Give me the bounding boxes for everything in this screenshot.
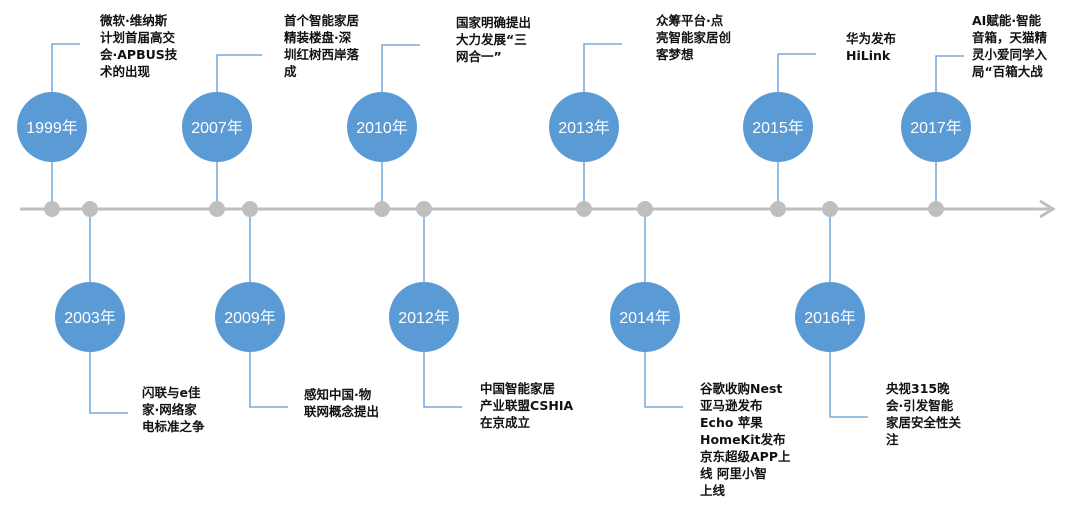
- year-circle: [389, 282, 459, 352]
- year-label: 2007年: [191, 119, 243, 137]
- event-description: 华为发布 HiLink: [846, 31, 897, 63]
- axis-node: [374, 201, 390, 217]
- axis-node: [576, 201, 592, 217]
- axis-node: [928, 201, 944, 217]
- year-label: 2010年: [356, 119, 408, 137]
- axis-node: [770, 201, 786, 217]
- axis-node: [242, 201, 258, 217]
- year-circle: [743, 92, 813, 162]
- timeline-event-2017: 2017年: [901, 55, 971, 217]
- timeline-event-2007: 2007年: [182, 54, 262, 217]
- year-label: 2013年: [558, 119, 610, 137]
- year-circle: [182, 92, 252, 162]
- event-connector: [644, 216, 683, 408]
- year-circle: [347, 92, 417, 162]
- year-label: 2017年: [910, 119, 962, 137]
- timeline-event-2015: 2015年: [743, 53, 816, 217]
- event-description: 谷歌收购Nest 亚马逊发布 Echo 苹果 HomeKit发布 京东超级APP…: [700, 381, 791, 498]
- year-label: 2016年: [804, 309, 856, 327]
- event-connector: [249, 216, 288, 408]
- event-description: 央视315晚 会·引发智能 家居安全性关 注: [886, 381, 962, 447]
- axis-node: [82, 201, 98, 217]
- event-description: AI赋能·智能 音箱，天猫精 灵小爱同学入 局“百箱大战: [972, 13, 1048, 79]
- year-label: 2003年: [64, 309, 116, 327]
- timeline-event-2003: 2003年: [55, 201, 128, 414]
- timeline-event-2014: 2014年: [610, 201, 683, 408]
- year-circle: [55, 282, 125, 352]
- timeline-event-2012: 2012年: [389, 201, 462, 408]
- axis-node: [822, 201, 838, 217]
- year-circle: [795, 282, 865, 352]
- year-label: 2009年: [224, 309, 276, 327]
- timeline-event-2016: 2016年: [795, 201, 868, 418]
- event-description: 微软·维纳斯 计划首届高交 会·APBUS技 术的出现: [100, 13, 178, 79]
- year-label: 2014年: [619, 309, 671, 327]
- event-description: 感知中国·物 联网概念提出: [304, 387, 380, 419]
- axis-node: [416, 201, 432, 217]
- axis-node: [209, 201, 225, 217]
- event-description: 国家明确提出 大力发展“三 网合一”: [456, 15, 532, 64]
- timeline-event-1999: 1999年: [17, 43, 87, 217]
- year-label: 2015年: [752, 119, 804, 137]
- year-circle: [215, 282, 285, 352]
- timeline-event-2013: 2013年: [549, 43, 622, 217]
- year-circle: [17, 92, 87, 162]
- year-circle: [549, 92, 619, 162]
- event-connector: [423, 216, 462, 408]
- event-description: 闪联与e佳 家·网络家 电标准之争: [142, 385, 205, 434]
- event-description: 首个智能家居 精装楼盘·深 圳红树西岸落 成: [284, 13, 360, 79]
- timeline-event-2010: 2010年: [347, 44, 420, 217]
- axis-arrowhead: [1039, 199, 1056, 219]
- year-label: 1999年: [26, 119, 78, 137]
- event-connector: [89, 216, 128, 414]
- year-label: 2012年: [398, 309, 450, 327]
- timeline-event-2009: 2009年: [215, 201, 288, 408]
- year-circle: [610, 282, 680, 352]
- event-description: 众筹平台·点 亮智能家居创 客梦想: [656, 13, 732, 62]
- event-description: 中国智能家居 产业联盟CSHIA 在京成立: [480, 381, 574, 430]
- axis-node: [44, 201, 60, 217]
- axis-node: [637, 201, 653, 217]
- year-circle: [901, 92, 971, 162]
